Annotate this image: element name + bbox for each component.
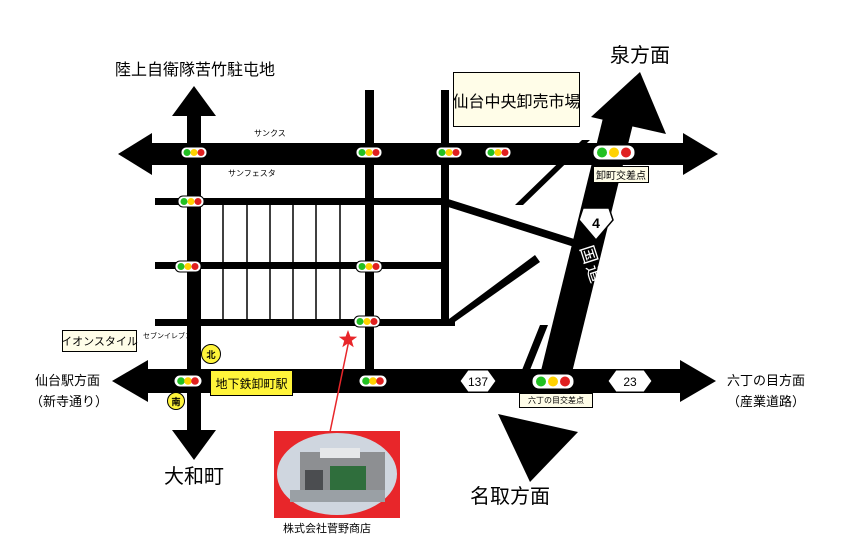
road-north [150, 143, 685, 165]
traffic-signal [484, 146, 512, 159]
store-label-sunfesta: サンフェスタ [228, 169, 276, 178]
south-exit-marker: 南 [167, 392, 185, 410]
store-label-sunkus: サンクス [254, 129, 286, 138]
street-1 [155, 198, 445, 205]
arrow-east-rokuchome [680, 360, 716, 402]
direction-label-rokuchome: 六丁の目方面 [727, 374, 806, 389]
street-3 [155, 319, 455, 326]
route4-shield [578, 207, 614, 242]
traffic-signal [355, 260, 383, 273]
arrow-west-north-road [118, 133, 152, 175]
traffic-signal [174, 260, 202, 273]
direction-label-sendai-station: 仙台駅方面 [35, 374, 101, 389]
street-2 [155, 262, 445, 269]
location-pointer-line [329, 339, 350, 433]
route23-sign [607, 369, 653, 393]
direction-label-shintera: （新寺通り） [30, 395, 109, 410]
market-label: 仙台中央卸売市場 [453, 72, 581, 127]
traffic-signal [358, 374, 388, 388]
traffic-signal [177, 195, 205, 208]
intersection-oroshimachi: 卸町交差点 [593, 166, 649, 183]
direction-label-jieitai: 陸上自衛隊苦竹駐屯地 [115, 60, 276, 79]
company-name-caption: 株式会社菅野商店 [283, 522, 371, 535]
route137-sign [459, 369, 497, 393]
arrow-natori [498, 414, 578, 482]
aeon-style-label: イオンスタイル [61, 330, 138, 352]
store-label-seven-eleven: セブンイレブン [143, 332, 192, 340]
direction-label-izumi: 泉方面 [610, 43, 670, 67]
traffic-signal [592, 144, 636, 161]
route4-number: 4 [592, 215, 600, 231]
route23-number: 23 [623, 375, 637, 389]
arrow-izumi [591, 72, 666, 134]
north-exit-marker: 北 [201, 344, 221, 364]
arrow-south-yamato [172, 430, 216, 460]
road-center-vertical [365, 90, 374, 372]
location-star-marker [338, 330, 358, 348]
route4-highway [537, 118, 633, 393]
direction-label-natori: 名取方面 [470, 484, 550, 508]
street-diagonal-market [515, 140, 590, 205]
arrow-east-north-road [683, 133, 718, 175]
subway-station-label: 地下鉄卸町駅 [210, 370, 293, 396]
block-grid [222, 202, 341, 322]
route137-number: 137 [468, 375, 488, 389]
traffic-signal [173, 374, 203, 388]
traffic-signal [355, 146, 383, 159]
arrow-north-jieitai [172, 86, 216, 116]
traffic-signal [435, 146, 463, 159]
direction-label-yamato: 大和町 [164, 464, 224, 488]
street-diagonal-lower [449, 255, 540, 326]
intersection-rokuchome: 六丁の目交差点 [519, 393, 593, 408]
company-building-illustration [290, 448, 385, 502]
street-diagonal-south [522, 325, 548, 370]
direction-label-sangyo: （産業道路） [727, 395, 806, 410]
street-diagonal-upper [445, 198, 590, 252]
traffic-signal [180, 146, 208, 159]
traffic-signal [353, 315, 381, 328]
street-east-vertical [441, 90, 449, 326]
traffic-signal [531, 373, 575, 390]
arrow-west-sendai [112, 360, 148, 402]
traffic-signals [173, 144, 636, 390]
